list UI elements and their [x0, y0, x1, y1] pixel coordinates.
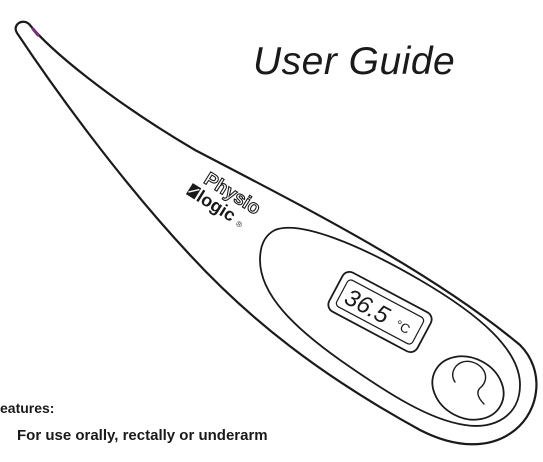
feature-item: For use orally, rectally or underarm: [17, 427, 268, 444]
features-heading: eatures:: [0, 400, 55, 416]
display-panel-recess: [259, 226, 521, 427]
tip-band: [31, 27, 40, 37]
lcd-unit: °C: [393, 317, 413, 337]
registered-mark: ®: [234, 219, 244, 230]
power-button[interactable]: [421, 344, 515, 432]
document-title: User Guide: [253, 40, 456, 83]
